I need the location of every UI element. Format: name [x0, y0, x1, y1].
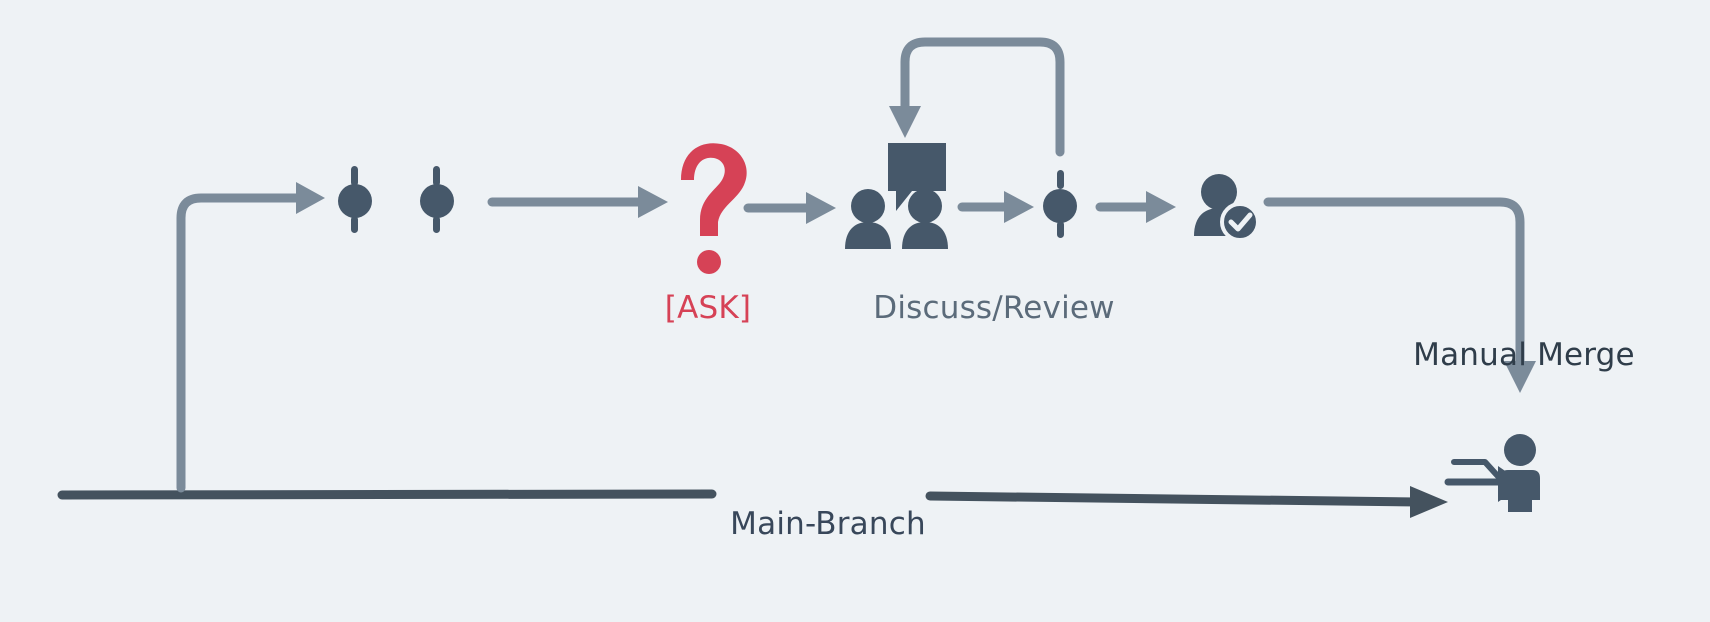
- label-manual-merge: Manual Merge: [1413, 337, 1635, 373]
- person-left-head: [851, 189, 885, 223]
- iteration-loop-arrow: [889, 37, 1065, 157]
- speech-bubble-icon: [888, 143, 946, 211]
- commit-circle: [1043, 189, 1077, 223]
- loop-path: [900, 37, 1065, 157]
- commit-dot-1-icon: [338, 166, 372, 233]
- question-mark-dot: [697, 250, 721, 274]
- branch-off-arrowhead: [296, 182, 325, 214]
- commit-tick-top: [433, 166, 440, 186]
- merge-glyph-arrowhead: [1498, 466, 1524, 502]
- manual-merge-arrowhead: [1504, 361, 1536, 393]
- arrow-commit3-to-approve: [1095, 191, 1176, 223]
- commit-tick-top: [1057, 170, 1064, 189]
- arrow-discuss-to-commit3: [957, 191, 1034, 223]
- main-branch-line: [57, 486, 1448, 518]
- commit-dot-2-icon: [420, 166, 454, 233]
- branch-off-arrow: [176, 182, 325, 493]
- branch-off-path: [176, 193, 305, 493]
- merge-person-head: [1504, 434, 1536, 466]
- person-right-body: [902, 222, 948, 249]
- commit-circle: [420, 184, 454, 218]
- commit-dot-3-icon: [1043, 170, 1077, 238]
- person-left-body: [845, 222, 891, 249]
- commit-tick-bottom: [351, 216, 358, 233]
- check-badge-circle: [1220, 202, 1260, 242]
- commit-tick-bottom: [433, 216, 440, 233]
- person-right-head: [908, 189, 942, 223]
- main-branch-segment-right: [925, 491, 1423, 507]
- arrow-head: [1004, 191, 1034, 223]
- commit-circle: [338, 184, 372, 218]
- manual-merge-arrow: [1263, 197, 1536, 393]
- discuss-review-icon: [845, 143, 948, 249]
- check-icon: [1228, 212, 1253, 232]
- approver-head: [1201, 174, 1237, 210]
- commit-tick-bottom: [1057, 221, 1064, 238]
- label-main-branch: Main-Branch: [730, 506, 926, 542]
- arrow-ask-to-discuss: [743, 192, 836, 224]
- arrow-commits-to-ask: [487, 186, 668, 218]
- arrow-head: [638, 186, 668, 218]
- main-branch-arrowhead: [1410, 486, 1448, 518]
- question-mark-icon: [681, 143, 747, 274]
- manual-merge-path: [1263, 197, 1525, 370]
- person-check-approve-icon: [1194, 174, 1260, 242]
- person-merge-icon: [1444, 434, 1540, 512]
- label-discuss-review: Discuss/Review: [873, 290, 1115, 326]
- main-branch-segment-left: [57, 489, 717, 500]
- arrow-head: [806, 192, 836, 224]
- question-mark-hook: [681, 143, 747, 236]
- loop-arrowhead: [889, 106, 921, 138]
- commit-tick-top: [351, 166, 358, 186]
- label-ask: [ASK]: [664, 290, 752, 326]
- arrow-head: [1146, 191, 1176, 223]
